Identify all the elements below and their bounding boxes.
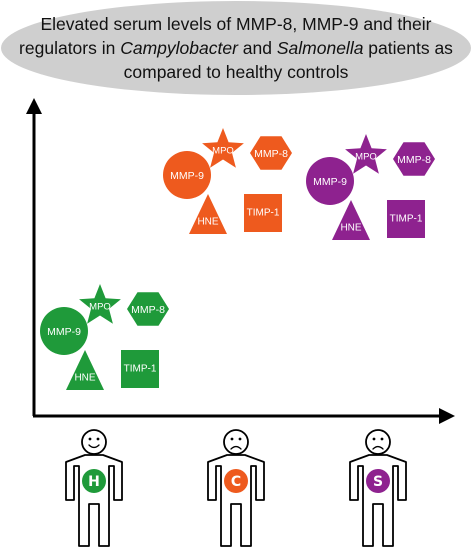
- timp1-square: [121, 350, 159, 388]
- frown-mouth: [230, 445, 242, 450]
- mpo-label: MPO: [212, 146, 234, 157]
- head: [81, 429, 107, 455]
- group-badge-letter: S: [373, 474, 383, 490]
- left-eye: [230, 437, 234, 441]
- head: [223, 429, 249, 455]
- title-ellipse: [1, 1, 471, 95]
- person-campylobacter: C: [207, 429, 265, 547]
- mmp9-circle: [306, 157, 354, 205]
- group-badge: [82, 469, 106, 493]
- person-healthy: H: [65, 429, 123, 547]
- title-line-2-middle: and: [238, 38, 277, 58]
- hne-label: HNE: [74, 373, 95, 384]
- left-eye: [372, 437, 376, 441]
- mmp9-label: MMP-9: [313, 176, 347, 188]
- body-outline: [207, 454, 265, 547]
- title-italic-salmonella: Salmonella: [277, 38, 364, 58]
- person-salmonella: S: [349, 429, 407, 547]
- mpo-star: [79, 284, 121, 324]
- mmp8-label: MMP-8: [397, 154, 431, 166]
- timp1-label: TIMP-1: [124, 364, 157, 375]
- smile-mouth: [88, 444, 100, 449]
- group-badge: [366, 469, 390, 493]
- mpo-star: [202, 128, 244, 168]
- frown-mouth: [372, 445, 384, 450]
- title-line-3: compared to healthy controls: [124, 62, 349, 82]
- right-eye: [238, 437, 242, 441]
- title-banner: Elevated serum levels of MMP-8, MMP-9 an…: [1, 1, 471, 95]
- hne-triangle: [66, 350, 104, 390]
- hne-triangle: [189, 194, 227, 234]
- right-eye: [380, 437, 384, 441]
- timp1-square: [244, 194, 282, 232]
- mmp8-label: MMP-8: [131, 304, 165, 316]
- title-line-2-start: regulators in: [19, 38, 120, 58]
- mpo-label: MPO: [355, 152, 377, 163]
- title-line-2: regulators in Campylobacter and Salmonel…: [19, 38, 453, 58]
- title-line-2-end: patients as: [363, 38, 453, 58]
- mmp9-label: MMP-9: [170, 170, 204, 182]
- body-outline: [65, 454, 123, 547]
- mpo-label: MPO: [89, 302, 111, 313]
- y-axis-arrow: [26, 98, 42, 114]
- mmp8-label: MMP-8: [254, 148, 288, 160]
- mmp9-label: MMP-9: [47, 326, 81, 338]
- hne-label: HNE: [197, 217, 218, 228]
- axes: [26, 98, 455, 424]
- hne-triangle: [332, 200, 370, 240]
- mmp8-hexagon: [127, 292, 169, 326]
- mmp8-hexagon: [250, 136, 292, 170]
- left-eye: [88, 437, 92, 441]
- mmp8-hexagon: [393, 142, 435, 176]
- x-axis-arrow: [439, 408, 455, 424]
- hne-label: HNE: [340, 223, 361, 234]
- timp1-label: TIMP-1: [247, 208, 280, 219]
- group-badge: [224, 469, 248, 493]
- mmp9-circle: [163, 151, 211, 199]
- head: [365, 429, 391, 455]
- group-badge-letter: H: [88, 474, 100, 490]
- group-badge-letter: C: [231, 474, 241, 490]
- body-outline: [349, 454, 407, 547]
- mpo-star: [345, 134, 387, 174]
- title-italic-campylobacter: Campylobacter: [120, 38, 239, 58]
- title-line-1: Elevated serum levels of MMP-8, MMP-9 an…: [41, 14, 432, 34]
- right-eye: [96, 437, 100, 441]
- timp1-label: TIMP-1: [390, 214, 423, 225]
- mmp9-circle: [40, 307, 88, 355]
- timp1-square: [387, 200, 425, 238]
